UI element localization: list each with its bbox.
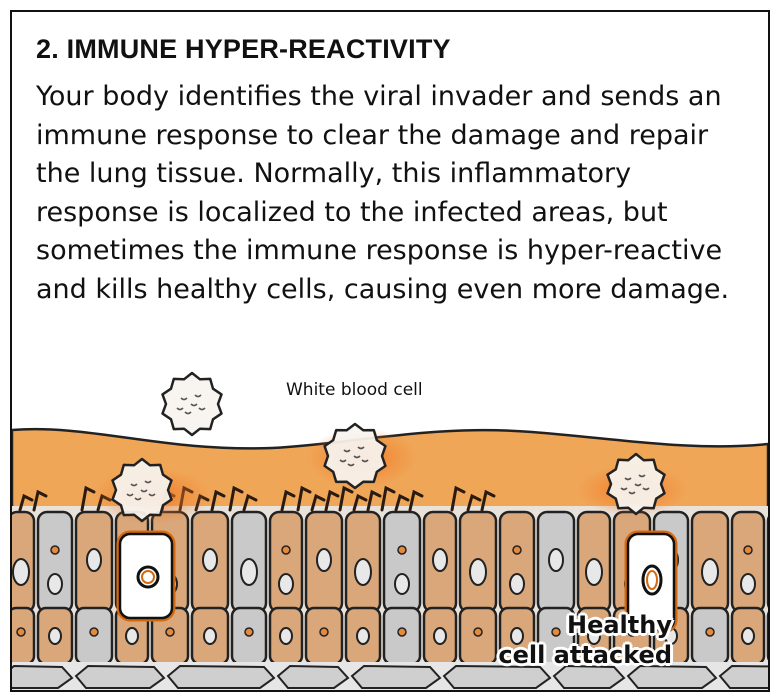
basal-cell (344, 606, 382, 666)
cilium (310, 493, 326, 512)
epithelial-cell (268, 510, 304, 614)
healthy-label-line-2: cell attacked (498, 641, 672, 669)
basement-layer (12, 662, 768, 690)
basal-cell (576, 606, 612, 666)
epithelial-cell (382, 510, 422, 614)
basal-cell (12, 606, 36, 666)
lung-tissue-illustration (12, 371, 768, 690)
epithelial-cell (36, 510, 74, 614)
basement-stone (552, 664, 626, 689)
attacked-cell-1 (116, 530, 176, 622)
white-blood-cell (606, 452, 666, 516)
cilium (450, 485, 466, 512)
panel-body-text: Your body identifies the viral invader a… (36, 81, 730, 305)
basal-cell (422, 606, 458, 666)
basal-cell (36, 606, 74, 666)
cilium (242, 493, 258, 512)
basal-cell (382, 606, 422, 666)
epithelial-cell (730, 510, 766, 614)
white-blood-cell (323, 422, 387, 490)
cilium (466, 493, 482, 512)
epithelial-cell (498, 510, 536, 614)
basal-cell (190, 606, 230, 666)
epithelial-cell (690, 510, 730, 614)
epithelial-cell (74, 510, 114, 614)
basement-stone (166, 664, 276, 689)
basal-cell (268, 606, 304, 666)
epithelial-cell (576, 510, 612, 614)
cilium (380, 485, 396, 512)
basal-cell (690, 606, 730, 666)
epithelial-cell (304, 510, 344, 614)
white-blood-cell (111, 457, 173, 523)
basal-cell (304, 606, 344, 666)
cilium (480, 489, 496, 512)
cilium (324, 489, 340, 512)
basement-stone (718, 664, 768, 689)
epithelial-cell (344, 510, 382, 614)
cilium (338, 485, 354, 512)
cilium (366, 489, 382, 512)
epithelial-cell (422, 510, 458, 614)
basement-stone (276, 664, 350, 689)
cilium (32, 489, 48, 512)
epithelial-cell (190, 510, 230, 614)
cilium (18, 493, 34, 512)
basal-cell (74, 606, 114, 666)
comic-panel: 2. IMMUNE HYPER-REACTIVITY Your body ide… (10, 10, 770, 692)
cilium (296, 485, 312, 512)
cilium (228, 485, 244, 512)
epithelial-cell (12, 510, 36, 614)
white-blood-cells (111, 371, 666, 523)
basement-stone (12, 664, 74, 689)
basement-stone (442, 664, 552, 689)
healthy-cell-attacked-label: Healthy cell attacked (472, 610, 672, 670)
cilium (210, 489, 226, 512)
epithelial-cells (12, 510, 768, 666)
epithelial-cell (458, 510, 498, 614)
white-blood-cell (161, 371, 223, 437)
cilium (408, 489, 424, 512)
cilium (352, 493, 368, 512)
healthy-label-line-1: Healthy (567, 611, 672, 639)
basement-stone (74, 664, 166, 689)
basement-stone (350, 664, 442, 689)
white-blood-cell-label: White blood cell (286, 380, 423, 400)
attacked-cell-2 (624, 530, 678, 634)
panel-title: 2. IMMUNE HYPER-REACTIVITY (36, 34, 451, 64)
epithelial-cell (230, 510, 268, 614)
epithelial-cell (536, 510, 576, 614)
basal-cell (730, 606, 766, 666)
cilium (280, 489, 296, 512)
basal-cell (230, 606, 268, 666)
cilium (394, 493, 410, 512)
cilium (80, 485, 96, 512)
basement-stone (626, 664, 718, 689)
